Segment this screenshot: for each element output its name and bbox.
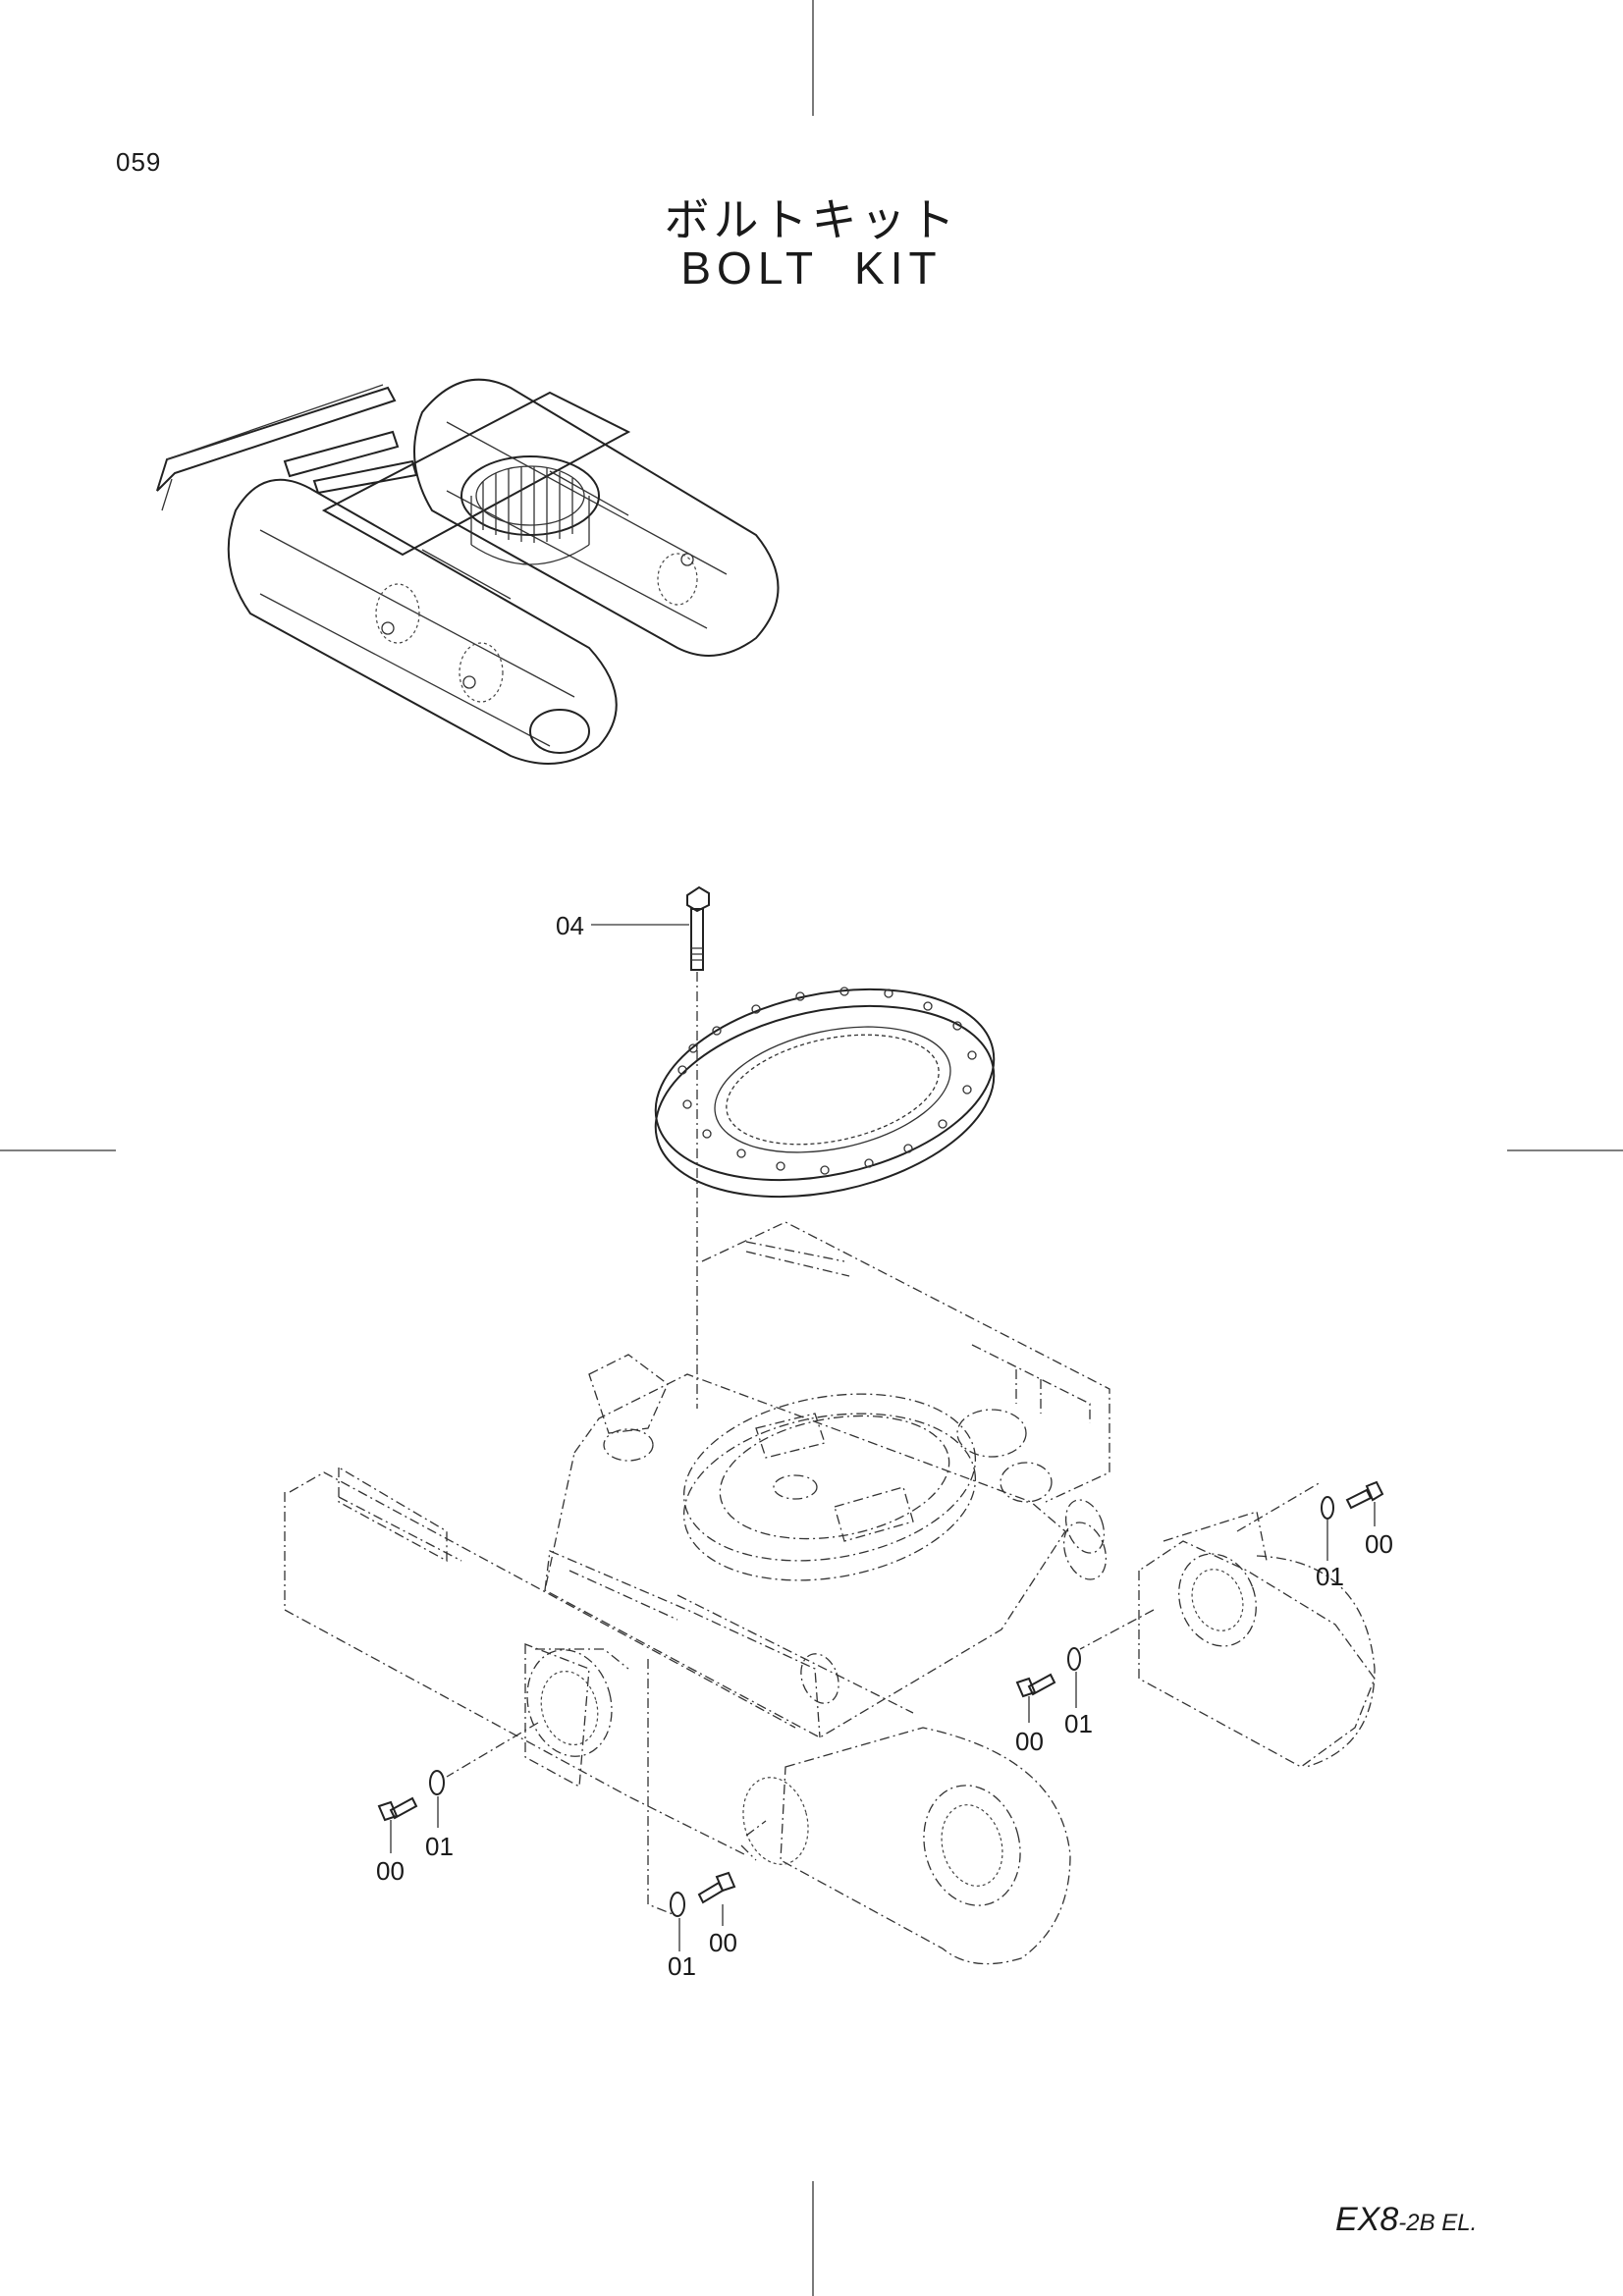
undercarriage-overview xyxy=(156,378,780,765)
fasteners-right xyxy=(1236,1480,1384,1561)
callout-labels: 04 00 01 00 01 00 01 01 00 xyxy=(376,911,1393,1981)
callout-01-bottom: 01 xyxy=(668,1951,696,1981)
model-code: EX8-2B EL. xyxy=(1335,2201,1477,2239)
undercarriage-exploded xyxy=(284,885,1384,1965)
callout-04: 04 xyxy=(556,911,584,940)
title-japanese: ボルトキット xyxy=(664,193,959,246)
model-suffix: -2B EL. xyxy=(1398,2210,1478,2236)
callout-00-left: 00 xyxy=(376,1856,405,1886)
swing-bearing xyxy=(654,987,996,1199)
fasteners-left xyxy=(377,1722,539,1853)
page-number: 059 xyxy=(116,147,162,177)
callout-01-middle: 01 xyxy=(1064,1709,1093,1738)
callout-00-right: 00 xyxy=(1365,1529,1393,1559)
callout-00-bottom: 00 xyxy=(709,1928,737,1957)
model-main: EX8 xyxy=(1335,2201,1399,2238)
bolt-04 xyxy=(686,885,710,1409)
callout-00-middle: 00 xyxy=(1015,1727,1044,1756)
title-english: BOLT KIT xyxy=(680,242,943,294)
fasteners-bottom xyxy=(647,1659,736,1951)
callout-01-right: 01 xyxy=(1316,1562,1344,1591)
callout-01-left: 01 xyxy=(425,1832,454,1861)
fasteners-middle xyxy=(1015,1609,1155,1723)
